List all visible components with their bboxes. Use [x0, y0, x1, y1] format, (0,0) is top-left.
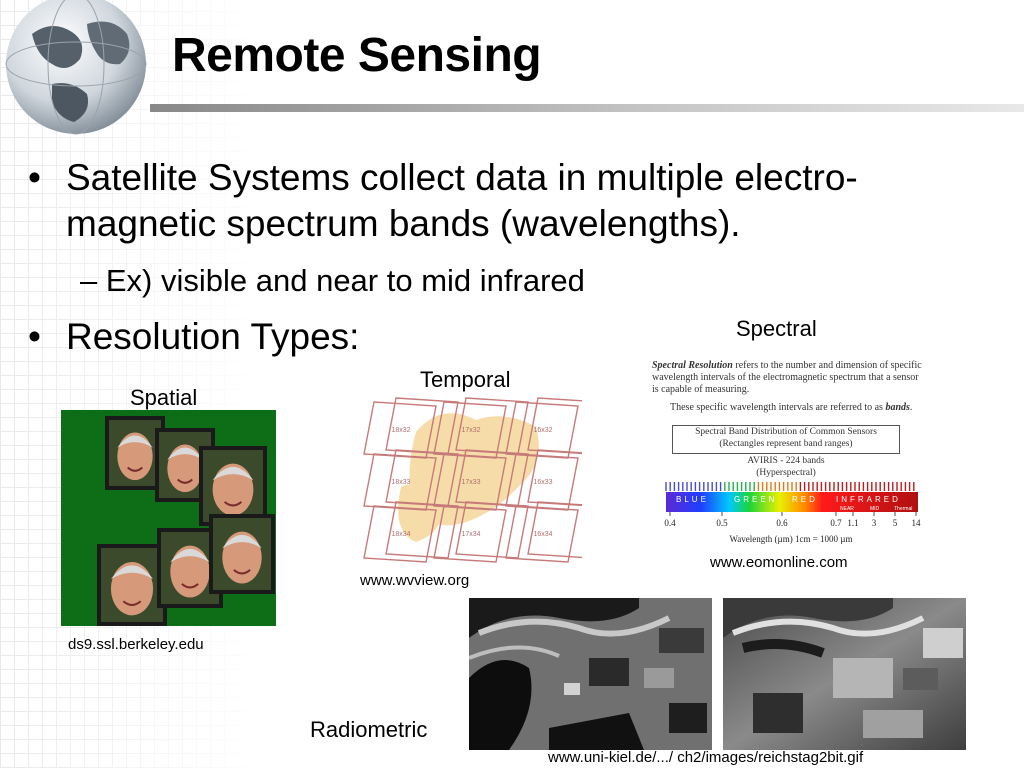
wavelength-tick-label: 5 — [893, 518, 898, 528]
mouth-shape — [223, 501, 243, 507]
face-shape — [167, 444, 203, 493]
face-shape — [212, 463, 254, 516]
box-line: Spectral Band Distribution of Common Sen… — [695, 427, 877, 437]
spectral-label: Spectral — [736, 316, 817, 341]
mouth-shape — [122, 600, 142, 606]
face-shape — [222, 531, 262, 584]
wavelength-tick-label: 14 — [912, 518, 922, 528]
bullet-text-line: magnetic spectrum bands (wavelengths). — [66, 203, 741, 244]
scene-id-label: 16x34 — [533, 531, 552, 538]
face-shape — [117, 432, 153, 481]
spatial-resolution-image — [61, 410, 276, 626]
radiometric-8bit-image — [723, 598, 966, 750]
mouth-shape — [233, 569, 251, 575]
scene-footprint-overlap — [455, 501, 529, 559]
spectral-text: is capable of measuring. — [652, 384, 750, 395]
wavelength-tick-label: 1.1 — [847, 518, 858, 528]
bullet-list-item: • Resolution Types: — [28, 314, 359, 360]
spatial-source: ds9.ssl.berkeley.edu — [68, 636, 204, 653]
bands-term: bands — [885, 402, 910, 413]
hair-shape — [117, 435, 153, 448]
scene-id-label: 17x34 — [461, 531, 480, 538]
temporal-label: Temporal — [420, 367, 511, 392]
sub-bullet-text: Ex) visible and near to mid infrared — [105, 263, 585, 298]
scene-id-label: 17x32 — [461, 427, 480, 434]
dash-glyph: – — [80, 263, 98, 298]
slide-title: Remote Sensing — [172, 29, 542, 82]
scene-footprint — [363, 505, 437, 563]
globe-icon — [5, 0, 147, 135]
temporal-source: www.wvview.org — [360, 572, 470, 589]
band-word-label: RED — [792, 495, 818, 504]
temporal-resolution-image: 18x32 17x32 16x32 18x33 17x33 16x33 18x34 17x34… — [346, 392, 582, 570]
wavelength-tick-label: 0.7 — [830, 518, 842, 528]
hair-shape — [170, 548, 210, 563]
scene-footprint-overlap — [527, 397, 582, 455]
grid-background — [0, 0, 260, 768]
hair-shape — [212, 466, 254, 481]
scene-id-label: 18x34 — [391, 531, 410, 538]
band-word-label: BLUE — [676, 495, 709, 504]
title-divider — [150, 104, 1024, 112]
scene-footprint-overlap — [385, 501, 459, 559]
radiometric-source: www.uni-kiel.de/.../ ch2/images/reichsta… — [548, 749, 864, 766]
face-shape — [110, 562, 154, 616]
mouth-shape — [177, 478, 193, 484]
mouth-shape — [127, 466, 143, 472]
scene-id-label: 18x33 — [391, 479, 410, 486]
spectral-text: These specific wavelength intervals are … — [670, 402, 886, 413]
scene-id-label: 18x32 — [391, 427, 410, 434]
radiometric-label: Radiometric — [310, 717, 428, 742]
spectral-resolution-figure: Spectral Resolution refers to the number… — [646, 356, 936, 552]
face-shape — [170, 545, 210, 598]
bullet-text-line: Resolution Types: — [66, 316, 360, 357]
infrared-sub-label: NEAR — [840, 506, 854, 512]
sensor-name: AVIRIS - 224 bands — [747, 456, 825, 466]
scene-footprint-overlap — [527, 449, 582, 507]
scene-id-label: 17x33 — [461, 479, 480, 486]
hair-shape — [167, 447, 203, 460]
wavelength-tick-label: 0.6 — [776, 518, 788, 528]
spectral-source: www.eomonline.com — [710, 554, 848, 571]
spectral-term: Spectral Resolution — [652, 360, 733, 371]
box-line: (Rectangles represent band ranges) — [719, 439, 853, 449]
scene-id-label: 16x32 — [533, 427, 552, 434]
wavelength-tick-label: 3 — [872, 518, 877, 528]
scene-footprint — [433, 505, 507, 563]
hair-shape — [110, 565, 154, 580]
scene-id-label: 16x33 — [533, 479, 552, 486]
sensor-type: (Hyperspectral) — [756, 468, 816, 478]
radiometric-2bit-image — [469, 598, 712, 750]
band-word-label: INFRARED — [836, 495, 901, 504]
sensor-caption-box: Spectral Band Distribution of Common Sen… — [672, 425, 900, 454]
spatial-label: Spatial — [130, 385, 198, 410]
mouth-shape — [181, 583, 199, 589]
scene-footprint-overlap — [527, 501, 582, 559]
wavelength-tick-label: 0.4 — [664, 518, 676, 528]
bullet-glyph: • — [28, 316, 41, 357]
bullet-glyph: • — [28, 157, 41, 198]
sub-bullet-item: – Ex) visible and near to mid infrared — [80, 261, 585, 301]
bullet-list-item: • Satellite Systems collect data in mult… — [28, 155, 858, 247]
bullet-text-line: Satellite Systems collect data in multip… — [66, 157, 858, 198]
spectral-text: wavelength intervals of the electromagne… — [652, 372, 919, 383]
hair-shape — [222, 534, 262, 549]
spectral-text: . — [909, 402, 913, 413]
spectral-text: refers to the number and dimension of sp… — [732, 360, 922, 371]
band-word-label: GREEN — [734, 495, 777, 504]
wavelength-tick-label: 0.5 — [716, 518, 728, 528]
infrared-sub-label: MID — [870, 506, 880, 512]
wavelength-axis-label: Wavelength (µm) 1cm = 1000 µm — [730, 534, 853, 544]
infrared-sub-label: Thermal — [894, 506, 912, 512]
scene-footprint — [505, 505, 579, 563]
